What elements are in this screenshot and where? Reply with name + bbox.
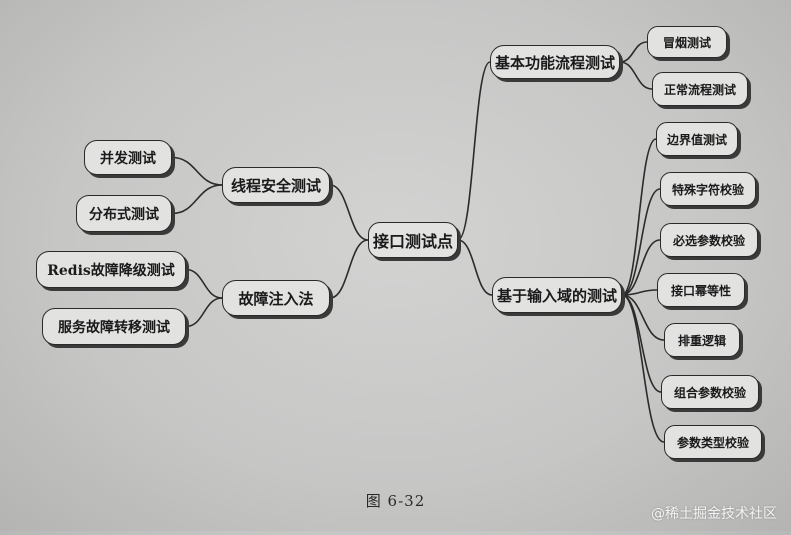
edge-n-input-n-type [621, 294, 665, 443]
leaf-concurrency-test: 并发测试 [84, 140, 172, 175]
figure-caption: 图 6-32 [365, 492, 426, 510]
edge-n-input-n-boundary [621, 138, 657, 296]
branch-basic-flow-test: 基本功能流程测试 [490, 45, 620, 79]
root-node: 接口测试点 [368, 222, 458, 258]
leaf-required-param-check: 必选参数校验 [660, 223, 758, 257]
edge-n-root-n-input [457, 239, 493, 296]
edge-n-thread-n-dist [171, 184, 223, 215]
branch-input-domain-test: 基于输入域的测试 [492, 277, 622, 313]
leaf-dedup-logic: 排重逻辑 [664, 323, 740, 357]
edge-n-input-n-dedup [621, 294, 665, 341]
branch-thread-safety-test: 线程安全测试 [222, 167, 330, 203]
branch-fault-injection: 故障注入法 [222, 280, 330, 316]
edge-n-root-n-fault [329, 239, 369, 299]
edge-n-input-n-required [621, 239, 661, 296]
edge-n-root-n-thread [329, 184, 369, 241]
edge-n-basic-n-smoke [619, 41, 648, 63]
leaf-boundary-value-test: 边界值测试 [656, 122, 738, 156]
leaf-combined-param-check: 组合参数校验 [661, 375, 759, 409]
edge-n-thread-n-conc [171, 156, 223, 186]
edge-n-input-n-special [621, 188, 661, 296]
leaf-smoke-test: 冒烟测试 [647, 26, 727, 58]
edge-n-fault-n-failover [185, 297, 223, 328]
leaf-interface-idempotency: 接口幂等性 [657, 273, 745, 307]
leaf-redis-degrade-test: Redis故障降级测试 [36, 251, 186, 288]
leaf-special-char-check: 特殊字符校验 [660, 172, 756, 206]
edge-n-basic-n-normal [619, 61, 653, 90]
edge-n-root-n-basic [457, 61, 491, 241]
edge-n-input-n-combo [621, 294, 662, 393]
watermark: @稀土掘金技术社区 [651, 506, 777, 522]
leaf-param-type-check: 参数类型校验 [664, 425, 762, 459]
leaf-distributed-test: 分布式测试 [76, 195, 172, 232]
leaf-normal-flow-test: 正常流程测试 [652, 72, 748, 106]
leaf-service-failover-test: 服务故障转移测试 [42, 308, 186, 345]
edge-n-fault-n-redis [185, 268, 223, 299]
